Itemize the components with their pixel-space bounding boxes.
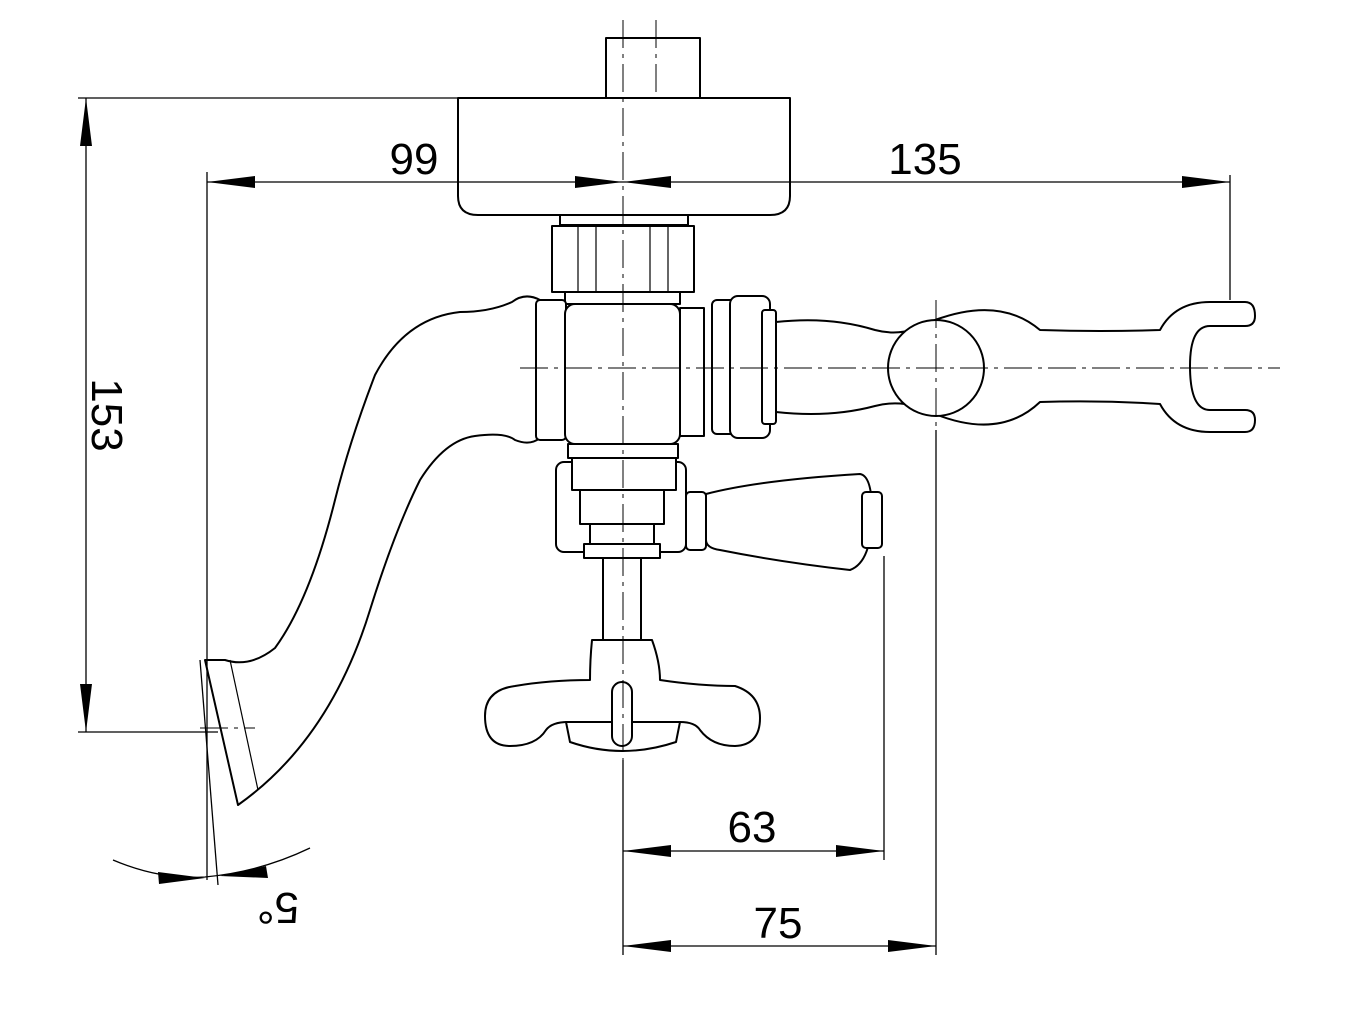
valve-stem — [602, 557, 642, 641]
stem-bushing — [579, 489, 665, 525]
escutcheon-flange — [457, 97, 791, 216]
lever-collar — [685, 491, 707, 551]
arrow — [888, 940, 936, 952]
side-collar — [679, 307, 705, 437]
centre-lines — [200, 20, 1280, 760]
spout — [204, 295, 541, 806]
spout-outlet-line — [229, 659, 259, 791]
arrow — [623, 940, 671, 952]
dimension-63: 63 — [728, 803, 777, 852]
stem-gland — [589, 523, 655, 545]
arrow — [623, 845, 671, 857]
arrow — [623, 176, 671, 188]
dimension-labels: 99 135 153 63 75 5° — [82, 135, 962, 948]
arrow — [80, 98, 92, 146]
arrow — [836, 845, 884, 857]
connector-ring — [559, 214, 689, 226]
stem-washer — [583, 543, 661, 559]
spout-body — [204, 295, 541, 806]
dimension-99: 99 — [390, 135, 439, 184]
shower-holder — [711, 295, 1256, 439]
lever-end-cap — [861, 491, 883, 549]
arrow — [575, 176, 623, 188]
arrow — [1182, 176, 1230, 188]
spout-connector — [535, 299, 567, 441]
wall-mount — [457, 37, 791, 216]
dimensions — [78, 97, 1231, 955]
lever-body — [705, 473, 873, 571]
cross-handle-index — [611, 681, 633, 747]
arrow — [158, 872, 205, 884]
arrow — [207, 176, 255, 188]
pipe-stub — [605, 37, 701, 99]
lever-handle — [685, 473, 883, 571]
dimension-angle: 5° — [257, 883, 299, 932]
dimension-153: 153 — [82, 378, 131, 451]
valve-body — [535, 214, 705, 641]
arrow — [80, 684, 92, 732]
holder-arm — [775, 301, 1256, 433]
arrow — [220, 866, 268, 878]
holder-nut-ring — [761, 309, 777, 425]
dimension-135: 135 — [888, 135, 961, 184]
dimension-75: 75 — [754, 899, 803, 948]
